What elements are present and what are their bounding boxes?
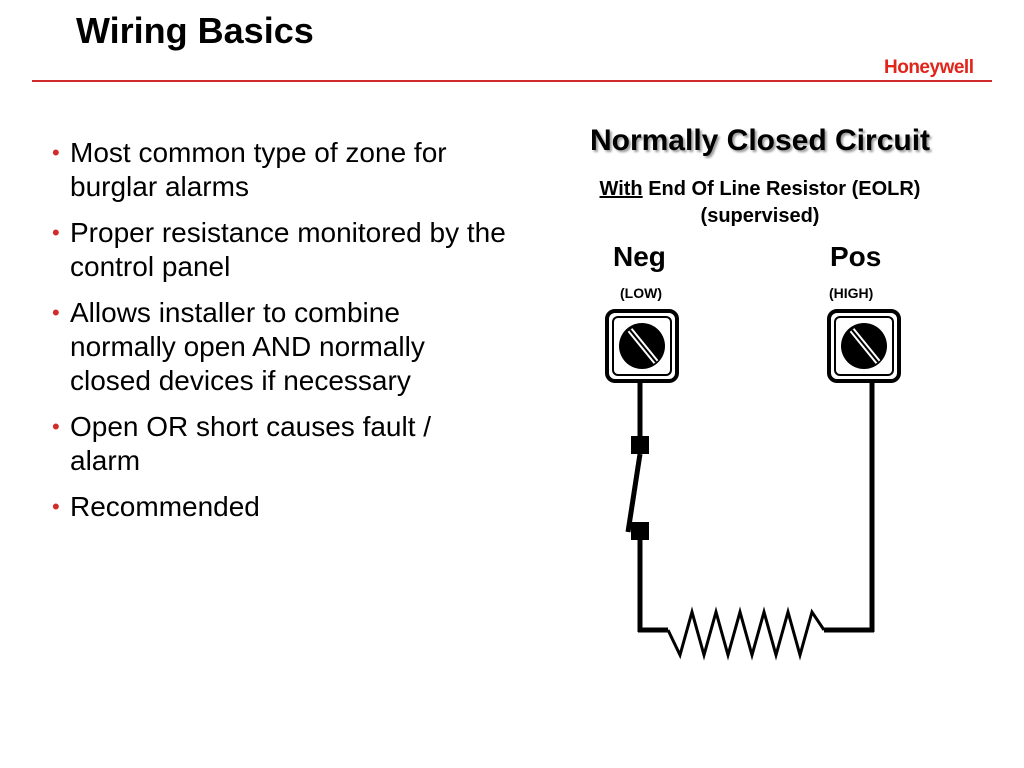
bullet-dot-icon: • bbox=[52, 414, 60, 439]
bullet-item: •Recommended bbox=[52, 491, 260, 522]
bullet-item: •Proper resistance monitored by the cont… bbox=[52, 217, 506, 282]
subtitle-text: End Of Line Resistor (EOLR) bbox=[648, 178, 921, 200]
bullet-dot-icon: • bbox=[52, 494, 60, 519]
bullet-item: •Most common type of zone for burglar al… bbox=[52, 137, 447, 202]
pos-label: Pos bbox=[830, 241, 882, 272]
diagram-title: Normally Closed Circuit bbox=[589, 124, 931, 157]
subtitle-line2: (supervised) bbox=[700, 205, 820, 227]
pos-terminal-icon bbox=[827, 309, 901, 383]
bullet-list: •Most common type of zone for burglar al… bbox=[48, 136, 508, 536]
bullet-dot-icon: • bbox=[52, 220, 60, 245]
bullet-item: •Allows installer to combine normally op… bbox=[52, 297, 425, 396]
bullet-item: •Open OR short causes fault / alarm bbox=[52, 411, 432, 476]
subtitle-emphasis: With bbox=[599, 178, 643, 200]
switch-contacts-icon bbox=[625, 436, 649, 540]
neg-terminal-icon bbox=[605, 309, 679, 383]
pos-sub-label: (HIGH) bbox=[829, 285, 874, 301]
honeywell-logo: Honeywell bbox=[884, 57, 974, 78]
resistor-icon bbox=[666, 606, 826, 661]
slide-title: Wiring Basics bbox=[76, 10, 314, 51]
bullet-dot-icon: • bbox=[52, 300, 60, 325]
diagram-subtitle: With End Of Line Resistor (EOLR) (superv… bbox=[540, 176, 980, 230]
neg-sub-label: (LOW) bbox=[620, 285, 662, 301]
neg-label: Neg bbox=[613, 241, 666, 272]
bullet-dot-icon: • bbox=[52, 140, 60, 165]
title-divider bbox=[32, 80, 992, 82]
